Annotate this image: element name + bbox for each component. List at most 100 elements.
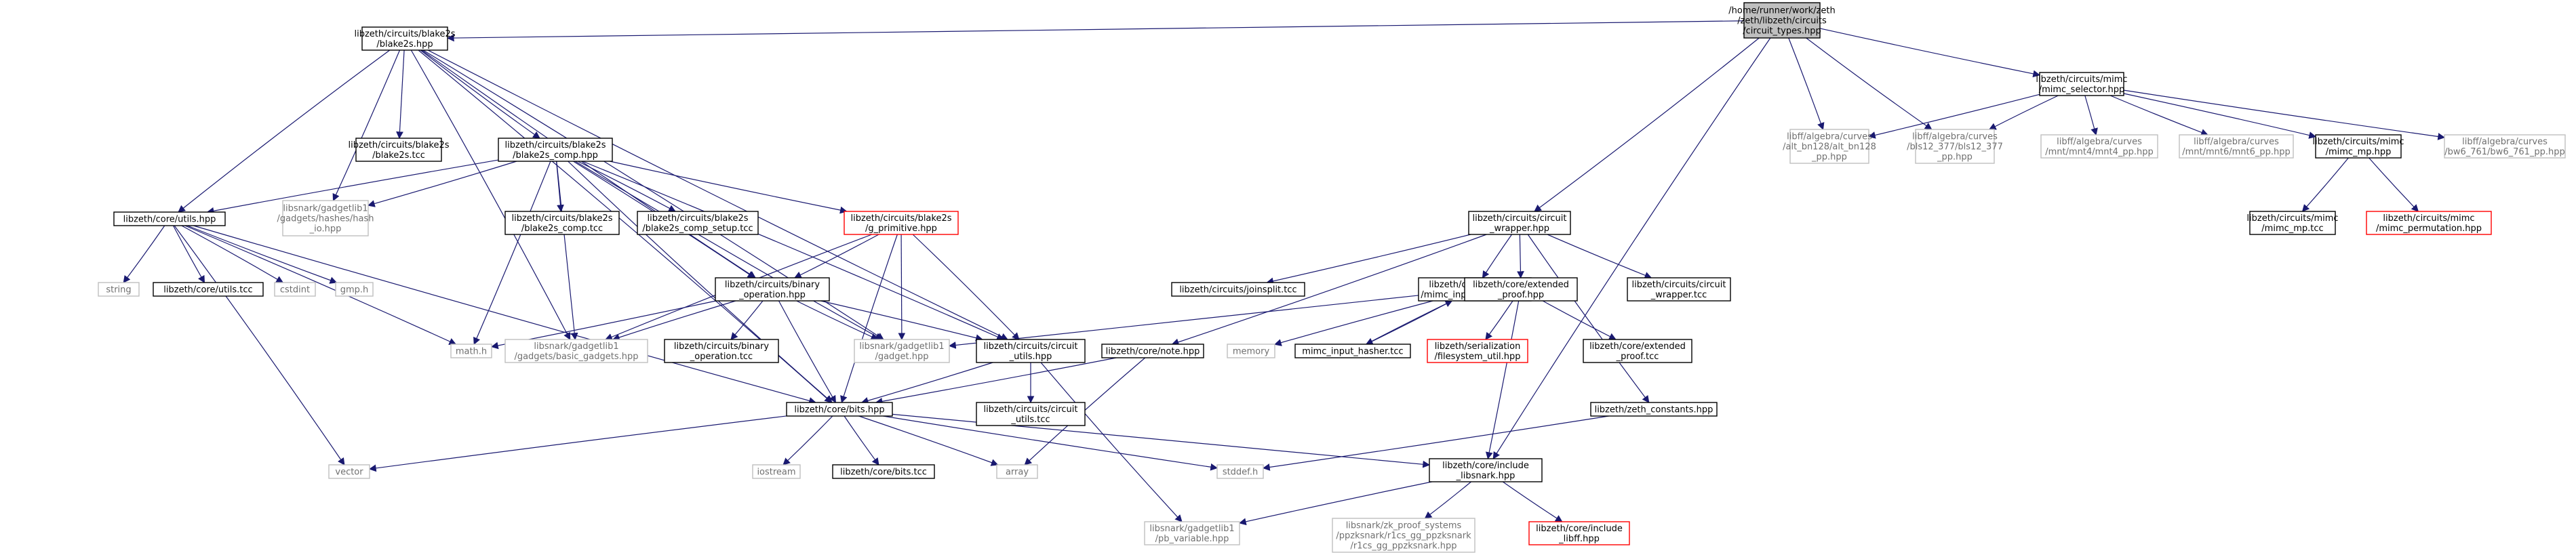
edge-blake2s_comp_hpp-to-gadget_hpp	[574, 161, 883, 340]
edge-blake2s_comp_hpp-to-blake2s_comp_setup	[577, 161, 676, 212]
node-label: _libsnark.hpp	[1456, 471, 1515, 481]
edge-root-to-bls12_377	[1806, 37, 1933, 130]
node-circuit_utils_hpp[interactable]: libzeth/circuits/circuit_utils.hpp	[976, 339, 1086, 363]
node-mimc_mp_hpp[interactable]: libzeth/circuits/mimc/mimc_mp.hpp	[2312, 134, 2404, 159]
node-label: libff/algebra/curves	[1787, 132, 1872, 142]
node-label: math.h	[456, 347, 487, 357]
edge-include_libsnark-to-pb_variable	[1238, 481, 1432, 526]
node-blake2s_comp_hpp[interactable]: libzeth/circuits/blake2s/blake2s_comp.hp…	[498, 138, 613, 162]
node-box-circuit_wrapper_hpp	[1468, 211, 1571, 235]
node-label: /bw6_761/bw6_761_pp.hpp	[2444, 147, 2565, 157]
node-circuit_wrapper_tcc[interactable]: libzeth/circuits/circuit_wrapper.tcc	[1627, 277, 1731, 302]
node-include_libff[interactable]: libzeth/core/include_libff.hpp	[1528, 521, 1630, 545]
edge-g_primitive-to-binary_operation_hpp	[793, 234, 879, 278]
node-filesystem_util[interactable]: libzeth/serialization/filesystem_util.hp…	[1427, 339, 1528, 363]
node-bits_tcc[interactable]: libzeth/core/bits.tcc	[832, 464, 935, 479]
edge-blake2s_hpp-to-blake2s_comp_hpp	[420, 49, 540, 139]
edge-blake2s_comp_hpp-to-basic_gadgets	[556, 161, 578, 341]
node-box-circuit_utils_tcc	[976, 402, 1086, 426]
node-box-bits_hpp	[786, 402, 893, 417]
node-label: _operation.tcc	[690, 352, 753, 362]
node-label: libzeth/circuits/circuit	[984, 341, 1078, 352]
node-box-gadget_hpp	[854, 339, 950, 363]
node-mimc_mp_tcc[interactable]: libzeth/circuits/mimc/mimc_mp.tcc	[2246, 211, 2339, 235]
edge-binary_operation_hpp-to-gadget_hpp	[796, 300, 879, 340]
node-box-include_libff	[1528, 521, 1630, 545]
node-label: libzeth/core/bits.tcc	[840, 468, 927, 478]
node-label: libzeth/core/utils.hpp	[123, 215, 216, 225]
node-label: libzeth/zeth_constants.hpp	[1595, 405, 1713, 415]
node-box-vector	[328, 464, 370, 479]
node-joinsplit_tcc[interactable]: libzeth/circuits/joinsplit.tcc	[1171, 282, 1305, 297]
node-label: libzeth/circuits/mimc	[2036, 75, 2127, 85]
node-label: /mimc_permutation.hpp	[2376, 224, 2482, 234]
node-label: /blake2s_comp.hpp	[513, 150, 598, 161]
node-binary_operation_tcc[interactable]: libzeth/circuits/binary_operation.tcc	[664, 339, 779, 363]
node-label: stddef.h	[1223, 468, 1258, 478]
node-circuit_wrapper_hpp[interactable]: libzeth/circuits/circuit_wrapper.hpp	[1468, 211, 1571, 235]
node-label: /filesystem_util.hpp	[1434, 352, 1520, 362]
node-mimc_input_hasher_tcc[interactable]: mimc_input_hasher.tcc	[1294, 344, 1411, 358]
node-box-blake2s_tcc	[355, 138, 442, 162]
node-array: array	[996, 464, 1038, 479]
edge-layer	[123, 20, 2446, 526]
edge-circuit_wrapper_hpp-to-joinsplit_tcc	[1266, 234, 1471, 285]
edge-circuit_utils_hpp-to-pb_variable	[1040, 362, 1183, 522]
edge-utils_hpp-to-vector	[174, 225, 345, 465]
node-g_primitive[interactable]: libzeth/circuits/blake2s/g_primitive.hpp	[844, 211, 959, 235]
node-box-basic_gadgets	[504, 339, 648, 363]
node-box-mimc_mp_tcc	[2249, 211, 2336, 235]
node-box-extended_proof_hpp	[1464, 277, 1578, 302]
node-label: libsnark/gadgetlib1	[859, 341, 944, 352]
node-note_hpp[interactable]: libzeth/core/note.hpp	[1101, 344, 1204, 358]
node-blake2s_hpp[interactable]: libzeth/circuits/blake2s/blake2s.hpp	[354, 26, 456, 51]
node-box-circuit_wrapper_tcc	[1627, 277, 1731, 302]
node-label: cstdint	[280, 285, 310, 295]
edge-bits_hpp-to-vector	[368, 415, 787, 472]
edge-utils_hpp-to-cstdint	[181, 225, 284, 283]
node-r1cs_gg_ppzksnark: libsnark/zk_proof_systems/ppzksnark/r1cs…	[1332, 518, 1475, 553]
node-label: /mimc_selector.hpp	[2039, 85, 2125, 95]
node-utils_hpp[interactable]: libzeth/core/utils.hpp	[113, 211, 226, 226]
node-bits_hpp[interactable]: libzeth/core/bits.hpp	[786, 402, 893, 417]
edge-utils_hpp-to-bits_hpp	[193, 225, 816, 405]
edge-g_primitive-to-circuit_utils_hpp	[912, 234, 1020, 340]
node-include_libsnark[interactable]: libzeth/core/include_libsnark.hpp	[1429, 458, 1543, 482]
node-label: libzeth/core/note.hpp	[1106, 347, 1200, 357]
node-label: /gadgets/basic_gadgets.hpp	[514, 352, 638, 362]
edge-root-to-mimc_selector	[1819, 28, 2041, 78]
node-mimc_permutation[interactable]: libzeth/circuits/mimc/mimc_permutation.h…	[2366, 211, 2492, 235]
node-root[interactable]: /home/runner/work/zeth/zeth/libzeth/circ…	[1728, 2, 1836, 39]
node-blake2s_comp_tcc[interactable]: libzeth/circuits/blake2s/blake2s_comp.tc…	[504, 211, 620, 235]
node-extended_proof_tcc[interactable]: libzeth/core/extended_proof.tcc	[1583, 339, 1692, 363]
node-box-string	[98, 282, 140, 297]
node-label: _libff.hpp	[1558, 534, 1600, 544]
edge-blake2s_comp_hpp-to-g_primitive	[610, 161, 848, 214]
edge-mimc_selector-to-alt_bn128	[1867, 94, 2040, 139]
node-box-bls12_377	[1915, 129, 1995, 164]
node-label: /circuit_types.hpp	[1743, 26, 1821, 37]
edge-mimc_selector-to-mnt6	[2109, 95, 2208, 136]
node-circuit_utils_tcc[interactable]: libzeth/circuits/circuit_utils.tcc	[976, 402, 1086, 426]
node-blake2s_tcc[interactable]: libzeth/circuits/blake2s/blake2s.tcc	[348, 138, 450, 162]
node-cstdint: cstdint	[274, 282, 316, 297]
node-mimc_selector[interactable]: libzeth/circuits/mimc/mimc_selector.hpp	[2036, 72, 2128, 96]
node-label: libff/algebra/curves	[1912, 132, 1998, 142]
node-utils_tcc[interactable]: libzeth/core/utils.tcc	[153, 282, 264, 297]
node-alt_bn128: libff/algebra/curves/alt_bn128/alt_bn128…	[1783, 129, 1876, 164]
node-label: /gadgets/hashes/hash	[277, 214, 374, 224]
edge-include_libsnark-to-include_libff	[1502, 481, 1563, 522]
node-zeth_constants[interactable]: libzeth/zeth_constants.hpp	[1590, 402, 1718, 417]
edge-blake2s_hpp-to-binary_operation_hpp	[421, 49, 757, 278]
node-label: libzeth/circuits/mimc	[2246, 213, 2338, 224]
node-box-mimc_permutation	[2366, 211, 2492, 235]
node-box-mnt6	[2179, 134, 2294, 159]
node-stddef_h: stddef.h	[1216, 464, 1264, 479]
node-label: /home/runner/work/zeth	[1728, 6, 1835, 16]
node-blake2s_comp_setup[interactable]: libzeth/circuits/blake2s/blake2s_comp_se…	[637, 211, 759, 235]
node-label: vector	[335, 468, 363, 478]
node-label: libzeth/core/extended	[1589, 341, 1686, 352]
node-extended_proof_hpp[interactable]: libzeth/core/extended_proof.hpp	[1464, 277, 1578, 302]
edge-g_primitive-to-bits_hpp	[840, 234, 898, 404]
node-binary_operation_hpp[interactable]: libzeth/circuits/binary_operation.hpp	[715, 277, 830, 302]
